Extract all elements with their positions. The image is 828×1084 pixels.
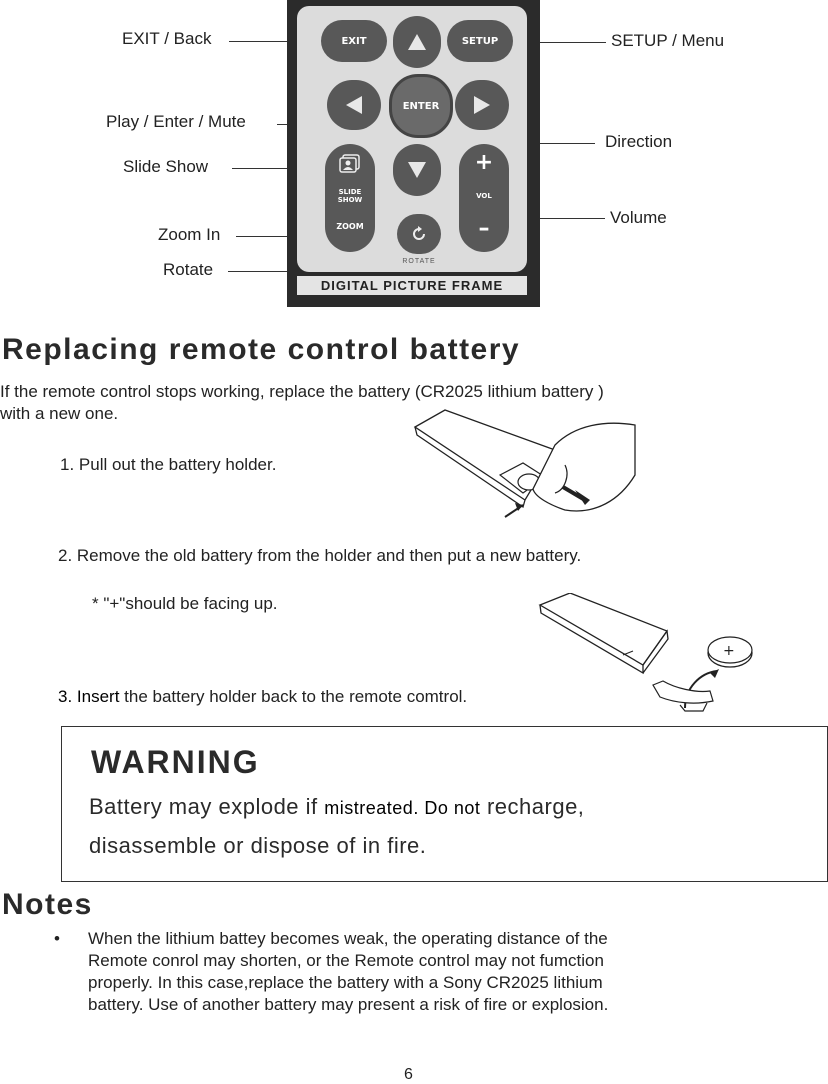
warning-text: Battery may explode if [89,794,325,819]
callout-zoom-in: Zoom In [158,225,221,244]
triangle-up-icon [408,34,426,50]
setup-button: SETUP [447,20,513,62]
exit-button-label: EXIT [341,35,367,47]
step-3-prefix: 3. Insert [58,687,120,706]
notes-line: properly. In this case,replace the batte… [88,973,603,992]
callout-slide-show: Slide Show [123,157,209,176]
triangle-down-icon [408,162,426,178]
leader-line [495,218,605,219]
slideshow-label: SLIDE [338,188,362,196]
slideshow-icon [339,154,360,173]
zoom-label: ZOOM [336,222,364,231]
notes-body: When the lithium battey becomes weak, th… [88,928,818,1016]
step-2: 2. Remove the old battery from the holde… [58,546,582,565]
volume-rocker: + VOL – [459,144,509,252]
warning-text: mistreated. Do not [324,798,481,818]
warning-box: WARNING Battery may explode if mistreate… [61,726,828,882]
leader-line [495,42,606,43]
bullet-icon: • [54,929,60,948]
vol-label: VOL [476,192,492,200]
callout-exit-back: EXIT / Back [122,29,212,48]
slideshow-label: SHOW [337,196,363,204]
warning-title: WARNING [91,744,260,780]
setup-button-label: SETUP [461,35,499,47]
leader-line [232,168,332,169]
callout-play-enter-mute: Play / Enter / Mute [106,112,246,131]
pull-holder-illustration [413,409,636,518]
rotate-icon [413,226,425,240]
leader-line [236,236,332,237]
callout-rotate: Rotate [163,260,214,279]
right-button [455,80,509,130]
left-button [327,80,381,130]
battery-intro: If the remote control stops working, rep… [0,381,820,425]
battery-heading: Replacing remote control battery [2,333,521,366]
page-number: 6 [404,1066,413,1083]
callout-setup-menu: SETUP / Menu [611,31,725,50]
down-button [393,144,441,196]
step-1: 1. Pull out the battery holder. [60,455,277,474]
triangle-right-icon [474,96,490,114]
warning-text: recharge, [480,794,585,819]
callout-direction: Direction [605,132,673,151]
remote-face: EXIT SETUP ENTER [297,6,527,272]
slideshow-zoom-rocker: SLIDE SHOW ZOOM [325,144,375,252]
intro-line: with a new one. [0,404,119,423]
notes-heading: Notes [2,888,93,921]
callout-volume: Volume [610,208,667,227]
notes-line: When the lithium battey becomes weak, th… [88,929,608,948]
rotate-button [397,214,441,254]
notes-line: battery. Use of another battery may pres… [88,995,609,1014]
step-2-note: * "+"should be facing up. [92,594,278,613]
intro-line: If the remote control stops working, rep… [0,382,604,401]
step-3: 3. Insert the battery holder back to the… [58,686,467,708]
up-button [393,16,441,68]
exit-button: EXIT [321,20,387,62]
plus-icon: + [474,150,494,175]
warning-line-2: disassemble or dispose of in fire. [89,833,427,858]
battery-plus-sign: + [723,643,735,659]
step-3-rest: the battery holder back to the remote co… [119,687,468,706]
notes-line: Remote conrol may shorten, or the Remote… [88,951,604,970]
enter-button: ENTER [389,74,453,138]
leader-line [229,41,336,42]
insert-battery-illustration: + [538,593,753,712]
remote-control-illustration: EXIT SETUP ENTER [287,0,540,307]
enter-button-label: ENTER [402,100,440,112]
brand-label: DIGITAL PICTURE FRAME [297,276,527,295]
warning-line-1: Battery may explode if mistreated. Do no… [89,794,584,820]
rotate-label: ROTATE [402,258,436,265]
minus-icon: – [478,216,490,241]
triangle-left-icon [346,96,362,114]
